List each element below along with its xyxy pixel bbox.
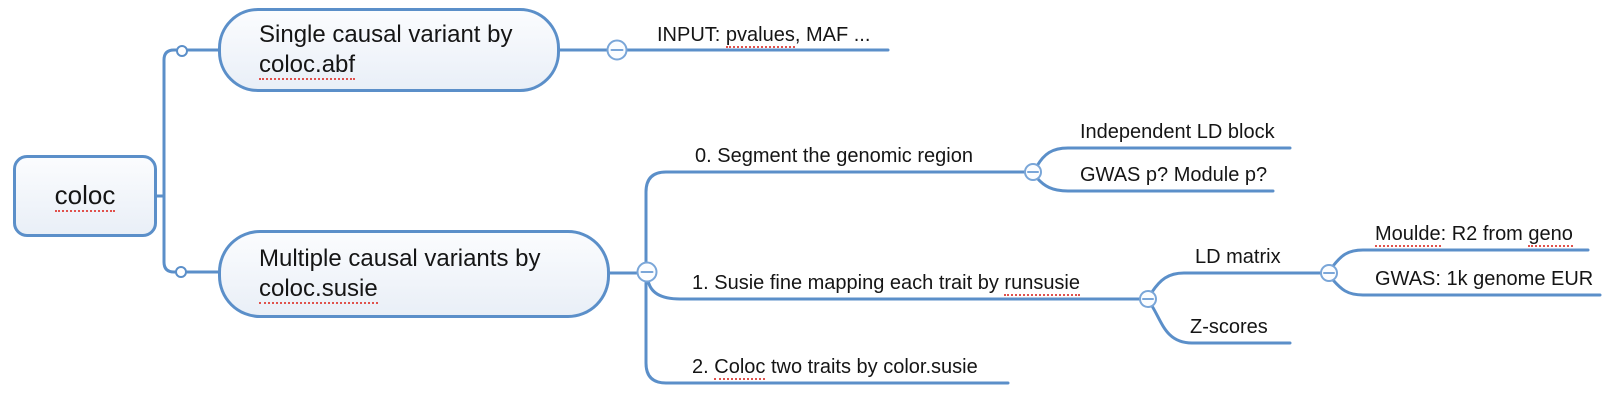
step1-fork-up (1150, 271, 1323, 294)
subtopic-independent-ld-label[interactable]: Independent LD block (1080, 121, 1275, 143)
root-topic-node[interactable]: coloc (13, 155, 157, 237)
subtopic-ld-matrix-label[interactable]: LD matrix (1195, 246, 1281, 268)
ldmatrix-fork-down (1331, 278, 1602, 297)
topic-node-susie[interactable]: Multiple causal variants by coloc.susie (218, 230, 610, 318)
collapse-button-ldmatrix[interactable] (1320, 264, 1338, 282)
subtopic-coloc-two-traits-label[interactable]: 2. Coloc two traits by color.susie (692, 356, 978, 380)
collapse-button-step0[interactable] (1024, 163, 1042, 181)
topic-susie-line2: coloc.susie (259, 275, 378, 304)
root-topic-label: coloc (54, 180, 116, 212)
topic-node-abf[interactable]: Single causal variant by coloc.abf (218, 8, 560, 92)
subtopic-input-label[interactable]: INPUT: pvalues, MAF ... (657, 24, 871, 48)
subtopic-gwas-1k-label[interactable]: GWAS: 1k genome EUR (1375, 268, 1594, 290)
collapse-button-step1[interactable] (1139, 290, 1157, 308)
subtopic-moulde-label[interactable]: Moulde: R2 from geno (1375, 223, 1573, 247)
collapse-button-abf[interactable] (606, 39, 628, 61)
branch-junction-dot (175, 266, 187, 278)
step0-fork-down (1035, 176, 1275, 193)
topic-abf-line2: coloc.abf (259, 51, 356, 80)
topic-abf-line1: Single causal variant by (259, 21, 513, 48)
branch-junction-dot (176, 45, 188, 57)
subtopic-finemap-label[interactable]: 1. Susie fine mapping each trait by runs… (692, 272, 1081, 296)
trunk-connector (154, 48, 220, 274)
subtopic-z-scores-label[interactable]: Z-scores (1190, 316, 1268, 338)
ldmatrix-fork-up (1331, 248, 1590, 268)
step1-fork-down (1150, 304, 1292, 345)
topic-susie-line1: Multiple causal variants by (259, 245, 541, 272)
collapse-button-susie[interactable] (636, 261, 658, 283)
susie-step1-connector (646, 278, 1142, 301)
subtopic-gwas-module-label[interactable]: GWAS p? Module p? (1080, 164, 1268, 186)
subtopic-segment-label[interactable]: 0. Segment the genomic region (695, 145, 973, 167)
step0-fork-up (1035, 146, 1292, 168)
